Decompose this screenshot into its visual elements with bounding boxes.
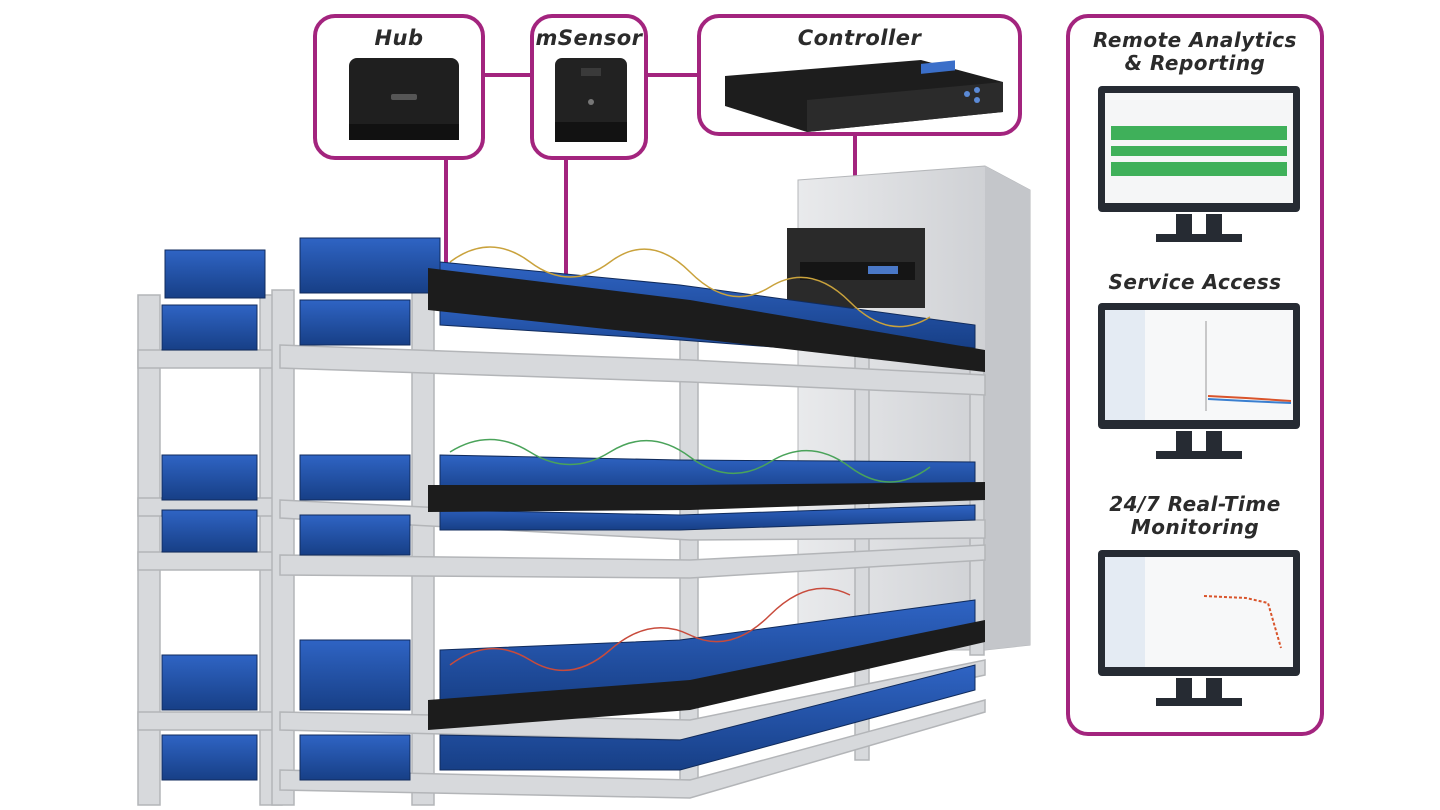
controller-cabinet	[787, 165, 1031, 651]
msensor-callout: mSensor	[530, 14, 648, 160]
monitor-icon	[1098, 303, 1300, 459]
monitoring-title-line2: Monitoring	[1130, 515, 1260, 539]
hub-device-icon	[349, 58, 459, 140]
software-panel: Remote Analytics & Reporting Service Acc…	[1066, 14, 1324, 736]
sensor-rails	[428, 268, 985, 730]
monitor-icon	[1098, 550, 1300, 706]
controller-device-icon	[725, 60, 1003, 132]
rack-frame	[137, 289, 986, 806]
monitor-icon	[1098, 86, 1300, 242]
msensor-device-icon	[555, 58, 627, 142]
controller-callout: Controller	[697, 14, 1022, 136]
hub-title: Hub	[374, 26, 424, 50]
controller-title: Controller	[797, 26, 922, 50]
remote-analytics-title-line1: Remote Analytics	[1093, 28, 1297, 52]
monitoring-title-line1: 24/7 Real-Time	[1109, 492, 1281, 516]
hub-callout: Hub	[313, 14, 485, 160]
remote-analytics-title-line2: & Reporting	[1124, 51, 1266, 75]
sensor-wires	[449, 246, 931, 672]
service-access-title: Service Access	[1108, 270, 1282, 294]
msensor-title: mSensor	[535, 26, 643, 50]
